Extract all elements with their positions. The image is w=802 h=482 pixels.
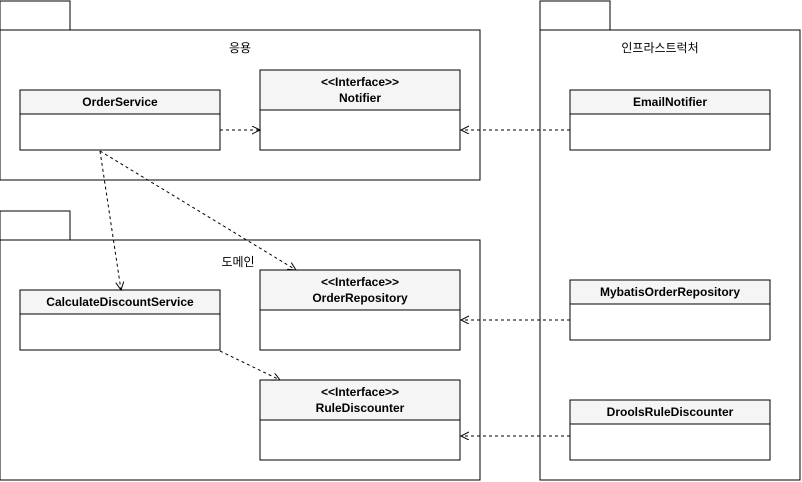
package-domain-label: 도메인 — [221, 255, 254, 269]
package-infrastructure-label: 인프라스트럭처 — [621, 41, 698, 55]
class-calculate-discount-service-name: CalculateDiscountService — [46, 295, 194, 309]
class-order-service-name: OrderService — [82, 95, 158, 109]
interface-notifier-name: Notifier — [339, 91, 381, 105]
interface-order-repository: <<Interface>> OrderRepository — [259, 269, 461, 351]
class-email-notifier-name: EmailNotifier — [633, 95, 707, 109]
class-drools-rule-discounter-name: DroolsRuleDiscounter — [607, 405, 734, 419]
package-application-label: 응용 — [229, 41, 251, 55]
class-mybatis-order-repository: MybatisOrderRepository — [569, 279, 771, 341]
class-email-notifier: EmailNotifier — [569, 89, 771, 151]
interface-rule-discounter: <<Interface>> RuleDiscounter — [259, 379, 461, 461]
dependency-calculatediscountservice-to-rulediscounter — [219, 350, 280, 380]
interface-order-repository-name: OrderRepository — [312, 291, 408, 305]
class-drools-rule-discounter: DroolsRuleDiscounter — [569, 399, 771, 461]
interface-rule-discounter-stereotype: <<Interface>> — [321, 385, 399, 399]
class-calculate-discount-service: CalculateDiscountService — [19, 289, 221, 351]
dependency-orderservice-to-orderrepository — [99, 150, 296, 270]
interface-notifier-stereotype: <<Interface>> — [321, 75, 399, 89]
interface-notifier: <<Interface>> Notifier — [259, 69, 461, 151]
interface-order-repository-stereotype: <<Interface>> — [321, 275, 399, 289]
class-order-service: OrderService — [19, 89, 221, 151]
interface-rule-discounter-name: RuleDiscounter — [316, 401, 405, 415]
class-mybatis-order-repository-name: MybatisOrderRepository — [600, 285, 740, 299]
